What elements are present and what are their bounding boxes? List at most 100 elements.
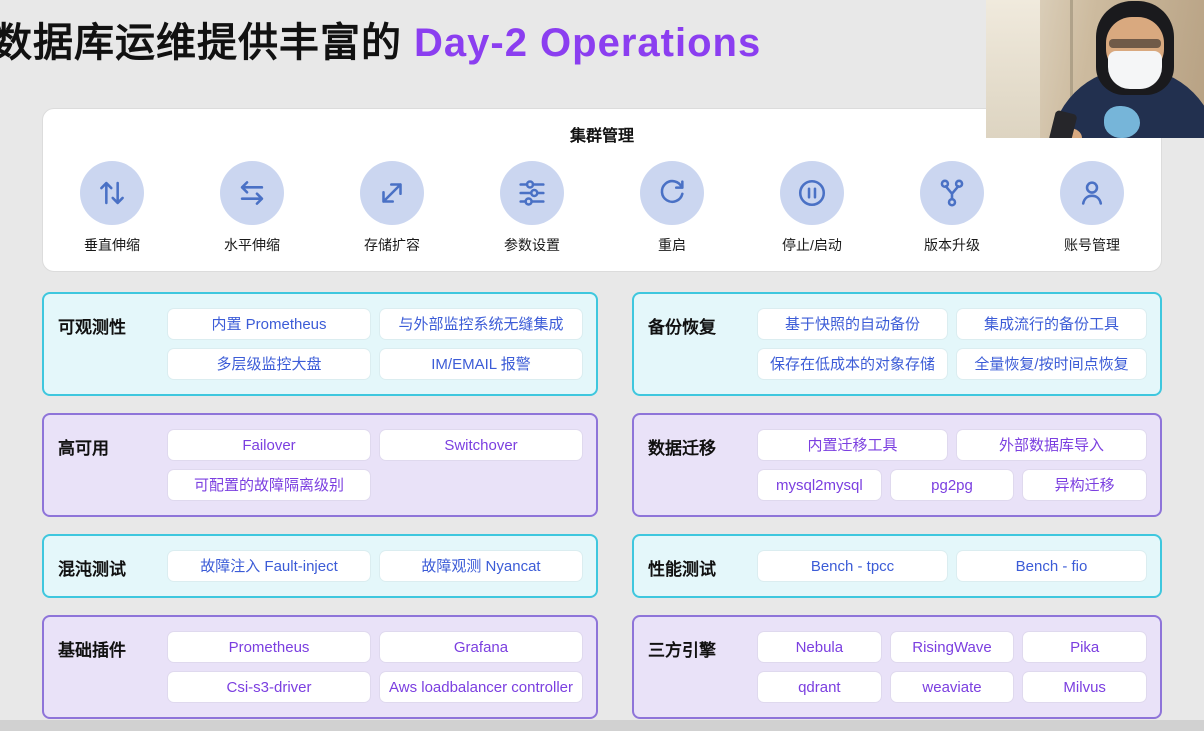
- feature-pill: 集成流行的备份工具: [957, 309, 1146, 339]
- feature-pill: 全量恢复/按时间点恢复: [957, 349, 1146, 379]
- pill-row: Bench - tpcc Bench - fio: [758, 551, 1146, 581]
- pill-row: 内置 Prometheus 与外部监控系统无缝集成: [168, 309, 582, 339]
- parameter-settings-icon: [500, 161, 564, 225]
- feature-pill: 多层级监控大盘: [168, 349, 370, 379]
- pill-row: 可配置的故障隔离级别: [168, 470, 582, 500]
- presenter-head: [1096, 1, 1174, 95]
- feature-pill: IM/EMAIL 报警: [380, 349, 582, 379]
- cluster-item: 重启: [621, 161, 723, 255]
- feature-pill: 故障注入 Fault-inject: [168, 551, 370, 581]
- feature-pill: qdrant: [758, 672, 881, 702]
- stop-start-icon: [780, 161, 844, 225]
- card-title: 性能测试: [648, 560, 716, 579]
- bottom-letterbox: [0, 720, 1204, 731]
- cluster-item: 参数设置: [481, 161, 583, 255]
- feature-pill: 外部数据库导入: [957, 430, 1146, 460]
- feature-pill: 保存在低成本的对象存储: [758, 349, 947, 379]
- storage-expand-icon: [360, 161, 424, 225]
- presenter-mask: [1108, 51, 1162, 89]
- presenter-glasses: [1109, 39, 1161, 48]
- cluster-item-label: 垂直伸缩: [84, 237, 140, 253]
- presenter-webcam: [986, 0, 1204, 138]
- feature-pill: pg2pg: [890, 470, 1014, 500]
- card-title: 数据迁移: [648, 439, 716, 458]
- pill-row: 内置迁移工具外部数据库导入: [758, 430, 1146, 460]
- feature-pill: 与外部监控系统无缝集成: [380, 309, 582, 339]
- pill-row: 基于快照的自动备份集成流行的备份工具: [758, 309, 1146, 339]
- pill-row: Nebula RisingWave Pika: [758, 632, 1147, 662]
- feature-card: 备份恢复基于快照的自动备份集成流行的备份工具保存在低成本的对象存储全量恢复/按时…: [632, 292, 1162, 396]
- card-title: 备份恢复: [648, 318, 716, 337]
- pill-row: Csi-s3-driver Aws loadbalancer controller: [168, 672, 582, 702]
- account-icon: [1060, 161, 1124, 225]
- feature-pill: Grafana: [380, 632, 582, 662]
- cluster-item: 垂直伸缩: [61, 161, 163, 255]
- pill-row: 多层级监控大盘 IM/EMAIL 报警: [168, 349, 582, 379]
- feature-pill: 异构迁移: [1023, 470, 1147, 500]
- feature-pill: Bench - tpcc: [758, 551, 947, 581]
- cluster-management-card: 集群管理 垂直伸缩 水平伸缩 存储扩容参数设置重启 停止/启动 版本升级账号管理: [42, 108, 1162, 272]
- cluster-item: 版本升级: [901, 161, 1003, 255]
- cards-grid: 可观测性 内置 Prometheus 与外部监控系统无缝集成多层级监控大盘 IM/EM…: [42, 292, 1162, 719]
- feature-pill: Csi-s3-driver: [168, 672, 370, 702]
- pill-row: Prometheus Grafana: [168, 632, 582, 662]
- background-wall: [986, 0, 1040, 138]
- slide-title-black: 数据库运维提供丰富的: [0, 21, 402, 65]
- cluster-item-label: 停止/启动: [782, 237, 842, 253]
- feature-card: 数据迁移 内置迁移工具外部数据库导入 mysql2mysql pg2pg 异构迁移: [632, 413, 1162, 517]
- card-title: 基础插件: [58, 641, 126, 660]
- feature-pill: 内置迁移工具: [758, 430, 947, 460]
- feature-card: 可观测性 内置 Prometheus 与外部监控系统无缝集成多层级监控大盘 IM/EM…: [42, 292, 598, 396]
- feature-pill: 故障观测 Nyancat: [380, 551, 582, 581]
- card-title: 混沌测试: [58, 560, 126, 579]
- cluster-item: 账号管理: [1041, 161, 1143, 255]
- cluster-items: 垂直伸缩 水平伸缩 存储扩容参数设置重启 停止/启动 版本升级账号管理: [61, 161, 1143, 255]
- feature-pill: Nebula: [758, 632, 881, 662]
- shirt-graphic: [1104, 106, 1140, 138]
- vertical-scale-icon: [80, 161, 144, 225]
- cluster-item: 停止/启动: [761, 161, 863, 255]
- pill-row: 保存在低成本的对象存储全量恢复/按时间点恢复: [758, 349, 1146, 379]
- card-title: 可观测性: [58, 318, 126, 337]
- card-title: 高可用: [58, 439, 109, 458]
- card-title: 三方引擎: [648, 641, 716, 660]
- pill-rows: 内置 Prometheus 与外部监控系统无缝集成多层级监控大盘 IM/EMAIL …: [168, 309, 582, 379]
- door-edge: [1070, 0, 1073, 138]
- pill-rows: 基于快照的自动备份集成流行的备份工具保存在低成本的对象存储全量恢复/按时间点恢复: [758, 309, 1146, 379]
- feature-pill: Aws loadbalancer controller: [380, 672, 582, 702]
- feature-pill: Switchover: [380, 430, 582, 460]
- feature-card: 性能测试 Bench - tpcc Bench - fio: [632, 534, 1162, 598]
- feature-pill: Milvus: [1023, 672, 1147, 702]
- pill-row: mysql2mysql pg2pg 异构迁移: [758, 470, 1147, 500]
- pill-rows: 内置迁移工具外部数据库导入 mysql2mysql pg2pg 异构迁移: [758, 430, 1147, 500]
- feature-pill: Bench - fio: [957, 551, 1146, 581]
- feature-pill: Pika: [1023, 632, 1147, 662]
- pill-rows: Bench - tpcc Bench - fio: [758, 551, 1146, 581]
- version-upgrade-icon: [920, 161, 984, 225]
- restart-icon: [640, 161, 704, 225]
- cluster-item-label: 水平伸缩: [224, 237, 280, 253]
- feature-pill: mysql2mysql: [758, 470, 881, 500]
- feature-pill: 基于快照的自动备份: [758, 309, 947, 339]
- cluster-item-label: 重启: [658, 237, 686, 253]
- cluster-item-label: 账号管理: [1064, 237, 1120, 253]
- feature-pill: Prometheus: [168, 632, 370, 662]
- pill-rows: 故障注入 Fault-inject 故障观测 Nyancat: [168, 551, 582, 581]
- feature-pill: RisingWave: [890, 632, 1014, 662]
- feature-pill: 可配置的故障隔离级别: [168, 470, 370, 500]
- cluster-item: 存储扩容: [341, 161, 443, 255]
- cluster-title: 集群管理: [569, 128, 634, 145]
- horizontal-scale-icon: [220, 161, 284, 225]
- feature-card: 混沌测试 故障注入 Fault-inject 故障观测 Nyancat: [42, 534, 598, 598]
- feature-pill: 内置 Prometheus: [168, 309, 370, 339]
- cluster-item: 水平伸缩: [201, 161, 303, 255]
